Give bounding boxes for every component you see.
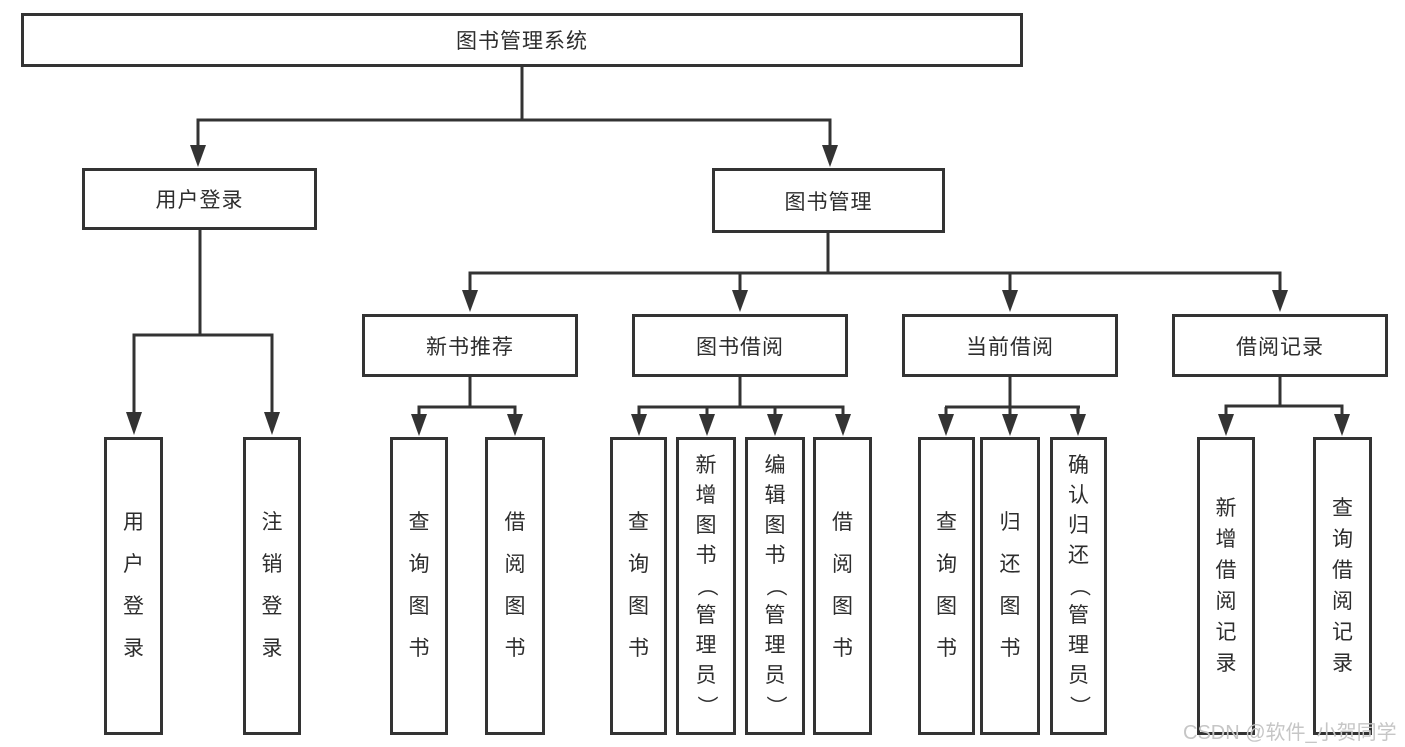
node-book-management-label: 图书管理 bbox=[784, 190, 873, 214]
node-user-login-label: 用户登录 bbox=[155, 189, 244, 212]
node-new-book-recommend-label: 新书推荐 bbox=[426, 335, 514, 359]
leaf-add-book-admin: 新增图书（管理员） bbox=[676, 437, 736, 735]
leaf-confirm-return-admin-label: 确认归还（管理员） bbox=[1067, 454, 1091, 717]
leaf-borrow-book-2-label: 借阅图书 bbox=[832, 511, 853, 660]
node-borrow-records: 借阅记录 bbox=[1172, 314, 1388, 377]
leaf-add-book-admin-label: 新增图书（管理员） bbox=[695, 454, 718, 717]
leaf-query-borrow-record: 查询借阅记录 bbox=[1313, 437, 1372, 735]
node-current-borrow: 当前借阅 bbox=[902, 314, 1118, 377]
leaf-add-borrow-record: 新增借阅记录 bbox=[1197, 437, 1255, 735]
node-current-borrow-label: 当前借阅 bbox=[966, 335, 1054, 359]
leaf-return-book-label: 归还图书 bbox=[999, 511, 1021, 660]
node-borrow-records-label: 借阅记录 bbox=[1236, 335, 1324, 359]
node-new-book-recommend: 新书推荐 bbox=[362, 314, 578, 377]
leaf-logout-label: 注销登录 bbox=[261, 511, 283, 660]
csdn-watermark: CSDN @软件_小贺同学 bbox=[1183, 722, 1397, 744]
leaf-return-book: 归还图书 bbox=[980, 437, 1040, 735]
leaf-logout: 注销登录 bbox=[243, 437, 301, 735]
leaf-query-borrow-record-label: 查询借阅记录 bbox=[1332, 497, 1353, 675]
leaf-borrow-book-1: 借阅图书 bbox=[485, 437, 545, 735]
leaf-borrow-book-1-label: 借阅图书 bbox=[504, 511, 526, 660]
leaf-add-borrow-record-label: 新增借阅记录 bbox=[1215, 497, 1237, 675]
leaf-query-book-3-label: 查询图书 bbox=[936, 511, 957, 660]
leaf-confirm-return-admin: 确认归还（管理员） bbox=[1050, 437, 1107, 735]
leaf-query-book-3: 查询图书 bbox=[918, 437, 975, 735]
leaf-query-book-2-label: 查询图书 bbox=[628, 511, 649, 660]
leaf-query-book-1: 查询图书 bbox=[390, 437, 448, 735]
node-book-management: 图书管理 bbox=[712, 168, 945, 233]
node-root-label: 图书管理系统 bbox=[456, 30, 588, 53]
node-book-borrow-label: 图书借阅 bbox=[696, 335, 784, 359]
node-book-borrow: 图书借阅 bbox=[632, 314, 848, 377]
node-root: 图书管理系统 bbox=[21, 13, 1023, 67]
leaf-user-login: 用户登录 bbox=[104, 437, 163, 735]
leaf-query-book-1-label: 查询图书 bbox=[408, 511, 430, 660]
leaf-edit-book-admin-label: 编辑图书（管理员） bbox=[764, 454, 787, 717]
leaf-query-book-2: 查询图书 bbox=[610, 437, 667, 735]
leaf-borrow-book-2: 借阅图书 bbox=[813, 437, 872, 735]
leaf-user-login-label: 用户登录 bbox=[123, 511, 144, 660]
node-user-login: 用户登录 bbox=[82, 168, 317, 230]
leaf-edit-book-admin: 编辑图书（管理员） bbox=[745, 437, 805, 735]
